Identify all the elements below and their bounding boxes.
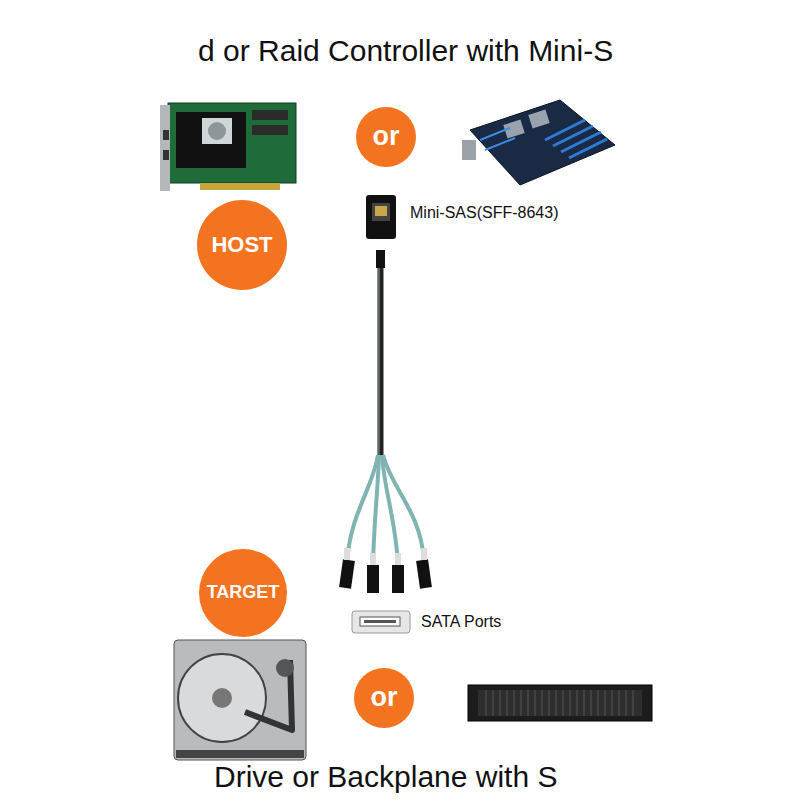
circle-fill: [356, 107, 416, 167]
circle-fill: [199, 549, 287, 637]
circle-label: or: [373, 122, 400, 152]
circle-fill: [197, 200, 287, 290]
part-label: SATA Ports: [421, 613, 501, 631]
mini-sas-connector: [366, 195, 396, 239]
circle-text-holder: or: [354, 668, 414, 728]
server-backplane: [468, 685, 652, 721]
circle-fill: [354, 668, 414, 728]
motherboard: [462, 100, 615, 185]
hard-drive: [174, 640, 306, 760]
circle-text-holder: HOST: [197, 200, 287, 290]
part-label: Mini-SAS(SFF-8643): [410, 204, 558, 222]
orange-circle: or: [356, 107, 416, 167]
circle-label: HOST: [211, 233, 272, 257]
circle-text-holder: TARGET: [199, 549, 287, 637]
diagram-caption: Drive or Backplane with S: [214, 760, 557, 794]
circle-label: or: [371, 683, 398, 713]
diagram-title: d or Raid Controller with Mini-S: [198, 34, 613, 68]
breakout-cable: [339, 250, 432, 593]
circle-label: TARGET: [207, 583, 280, 603]
orange-circle: or: [354, 668, 414, 728]
orange-circle: TARGET: [199, 549, 287, 637]
orange-circle: HOST: [197, 200, 287, 290]
sata-port-icon: [352, 611, 410, 633]
raid-card: [160, 103, 296, 191]
circle-text-holder: or: [356, 107, 416, 167]
